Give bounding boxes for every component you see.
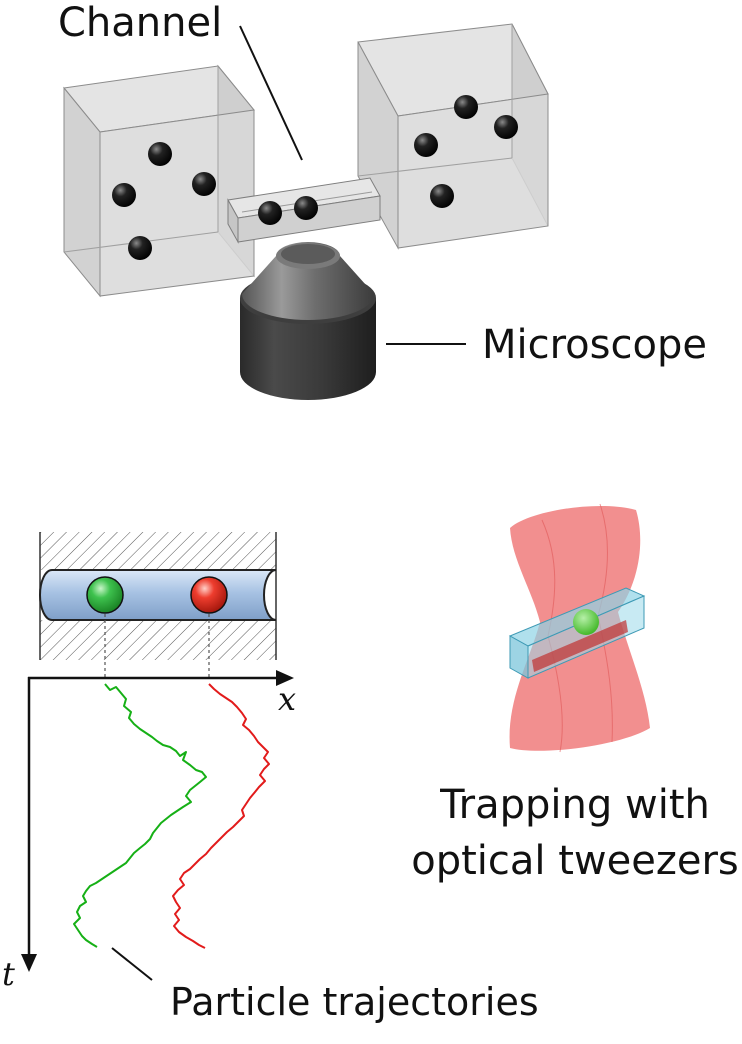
x-axis-label: x <box>278 680 296 718</box>
trapping-label-line2: optical tweezers <box>411 838 739 884</box>
particle <box>112 183 136 207</box>
axes: x t <box>2 670 296 993</box>
trapped-particle <box>573 609 599 635</box>
particle <box>454 95 478 119</box>
channel-wall-bottom <box>40 620 276 660</box>
microscope-callout: Microscope <box>386 322 707 368</box>
channel-tube <box>39 569 277 621</box>
trapping-caption: Trapping with optical tweezers <box>411 782 739 884</box>
trajectories-label: Particle trajectories <box>170 980 539 1024</box>
red-trajectory <box>172 683 270 949</box>
channel-leader-line <box>239 25 303 161</box>
microscope-objective-icon <box>240 242 376 400</box>
particle <box>258 201 282 225</box>
trajectories-callout: Particle trajectories <box>111 947 539 1024</box>
green-particle <box>86 576 124 614</box>
trapping-label-line1: Trapping with <box>439 782 710 828</box>
trajectories-leader-line <box>111 947 153 981</box>
reservoir-particles <box>112 95 518 260</box>
channel-wall-top <box>40 532 276 570</box>
particle <box>294 196 318 220</box>
t-axis-arrow <box>21 954 37 972</box>
channel-label: Channel <box>58 0 222 46</box>
reservoir-left <box>63 64 255 298</box>
red-particle <box>190 576 228 614</box>
optical-trap-illustration <box>508 503 650 753</box>
channel-cross-section <box>39 532 277 660</box>
particle <box>430 184 454 208</box>
channel-callout: Channel <box>58 0 303 161</box>
microscope-label: Microscope <box>482 322 707 368</box>
reservoir-right <box>357 23 549 250</box>
particle <box>128 236 152 260</box>
particle <box>414 133 438 157</box>
trajectories <box>73 683 270 949</box>
particle <box>192 172 216 196</box>
particle <box>148 142 172 166</box>
green-trajectory <box>73 683 207 948</box>
x-axis-arrow <box>276 670 294 686</box>
channel-particles <box>86 576 228 680</box>
particle <box>494 115 518 139</box>
t-axis-label: t <box>2 955 15 993</box>
